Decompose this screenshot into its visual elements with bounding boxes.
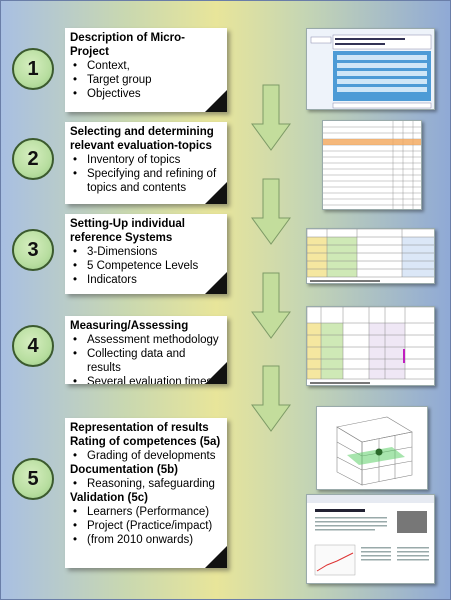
report-document-icon	[306, 494, 435, 584]
step-5c-item: (from 2010 onwards)	[70, 533, 221, 547]
step-3-number: 3	[12, 229, 54, 271]
reference-system-table-icon	[306, 228, 435, 284]
corner-mark	[205, 272, 227, 294]
down-arrow-icon	[251, 272, 291, 339]
step-2-item: Inventory of topics	[70, 153, 221, 167]
down-arrow-icon	[251, 84, 291, 151]
step-1-item: Objectives	[70, 87, 221, 101]
step-4-item: Several evaluation times	[70, 375, 221, 384]
down-arrow-icon	[251, 365, 291, 432]
corner-mark	[205, 90, 227, 112]
step-5a-item: Grading of developments	[70, 449, 221, 463]
step-1-title: Description of Micro-Project	[70, 32, 186, 58]
step-2-item: Specifying and refining of topics and co…	[70, 167, 221, 195]
step-1-box: Description of Micro-Project Context, Ta…	[65, 28, 227, 112]
step-5c-item: Learners (Performance)	[70, 505, 221, 519]
step-5-title: Representation of results	[70, 422, 209, 434]
step-4-number: 4	[12, 325, 54, 367]
step-4-title: Measuring/Assessing	[70, 320, 189, 332]
3d-cube-chart-icon	[316, 406, 428, 490]
step-3-box: Setting-Up individual reference Systems …	[65, 214, 227, 294]
step-1-number: 1	[12, 48, 54, 90]
step-3-item: 5 Competence Levels	[70, 259, 221, 273]
step-5b-title: Documentation (5b)	[70, 464, 178, 476]
step-5c-title: Validation (5c)	[70, 492, 148, 504]
step-4-item: Collecting data and results	[70, 347, 221, 375]
step-4-item: Assessment methodology	[70, 333, 221, 347]
assessment-table-icon	[306, 306, 435, 386]
down-arrow-icon	[251, 178, 291, 245]
step-5c-item: Project (Practice/impact)	[70, 519, 221, 533]
step-3-title: Setting-Up individual reference Systems	[70, 218, 185, 244]
form-screenshot-icon	[306, 28, 435, 110]
step-2-box: Selecting and determining relevant evalu…	[65, 122, 227, 204]
step-1-item: Context,	[70, 59, 221, 73]
step-5-number: 5	[12, 458, 54, 500]
step-4-box: Measuring/Assessing Assessment methodolo…	[65, 316, 227, 384]
topic-list-table-icon	[322, 120, 422, 210]
step-5b-item: Reasoning, safeguarding	[70, 477, 221, 491]
step-2-title: Selecting and determining relevant evalu…	[70, 126, 214, 152]
corner-mark	[205, 182, 227, 204]
corner-mark	[205, 362, 227, 384]
step-1-item: Target group	[70, 73, 221, 87]
corner-mark	[205, 546, 227, 568]
step-5-box: Representation of results Rating of comp…	[65, 418, 227, 568]
step-3-item: Indicators	[70, 273, 221, 287]
step-2-number: 2	[12, 138, 54, 180]
step-3-item: 3-Dimensions	[70, 245, 221, 259]
step-5a-title: Rating of competences (5a)	[70, 436, 221, 448]
